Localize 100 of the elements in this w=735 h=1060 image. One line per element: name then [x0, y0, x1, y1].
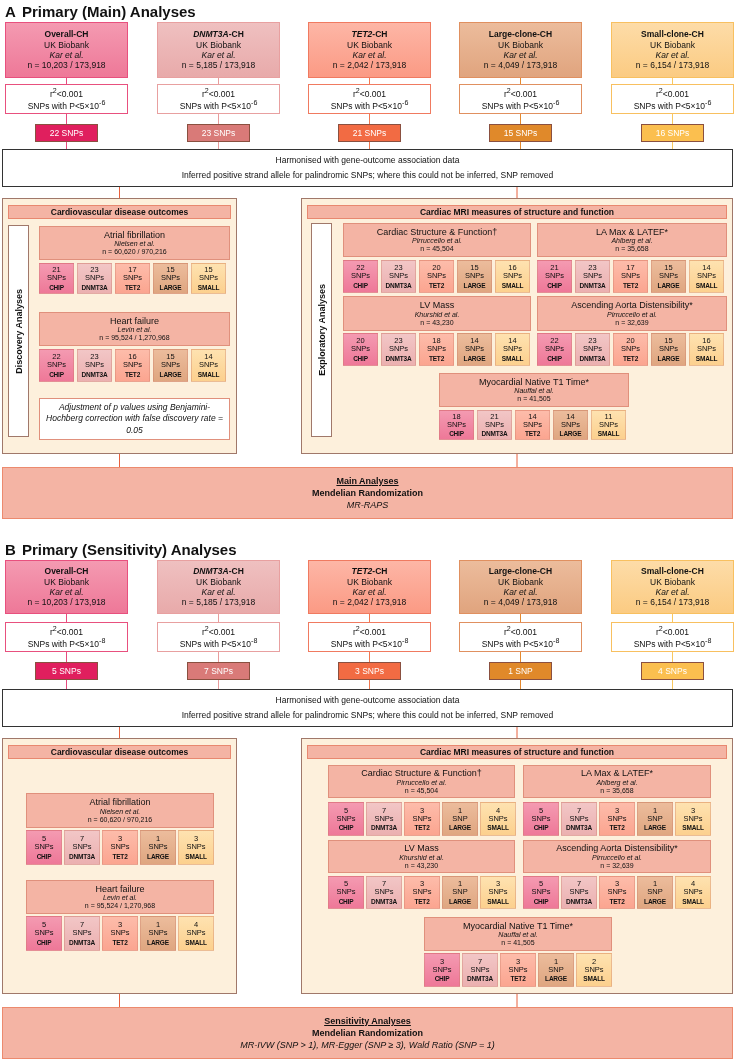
section-heading: Primary (Sensitivity) Analyses [22, 541, 237, 558]
threshold-text: r$^{2}$<0.001 [656, 86, 689, 99]
threshold-text: r$^{2}$<0.001 [504, 86, 537, 99]
snp-cell [500, 953, 536, 987]
panel-letter: B [5, 541, 16, 558]
cohort-name: TET2-CH [351, 29, 388, 40]
snp-cell [495, 333, 530, 366]
biobank-name: UK Biobank [650, 39, 695, 50]
sample-size: n = 6,154 / 173,918 [635, 597, 710, 608]
outcome-name: Atrial fibrillation [104, 229, 165, 241]
connector-line [520, 651, 521, 663]
snp-cell [328, 802, 364, 836]
connector-line [66, 651, 67, 663]
snp-cell [381, 333, 416, 366]
connector-line [218, 651, 219, 663]
snp-cell [599, 802, 635, 836]
snp-cell [537, 333, 572, 366]
connector-line [369, 141, 370, 150]
snp-count-box [489, 662, 552, 680]
outcome-box [343, 296, 531, 331]
cohort-box [308, 560, 431, 614]
cohort-name: Small-clone-CH [641, 566, 704, 577]
connector-line [66, 141, 67, 150]
cohort-name: DNMT3A-CH [193, 29, 244, 40]
biobank-name: UK Biobank [347, 39, 392, 50]
snp-cell [675, 876, 711, 909]
section-heading: Primary (Main) Analyses [22, 3, 196, 20]
snp-cell [424, 953, 460, 987]
snp-cell [328, 876, 364, 909]
connector-line [672, 141, 673, 150]
snp-count: 3 SNPs [355, 666, 384, 676]
criteria-box [308, 84, 431, 114]
snp-cell [591, 410, 626, 440]
cohort-name: Small-clone-CH [641, 29, 704, 40]
outcome-name: Heart failure [95, 883, 145, 895]
group-panel [301, 198, 733, 454]
snp-cell [538, 953, 574, 987]
outcome-box [523, 840, 711, 873]
snp-cell [366, 802, 402, 836]
cohort-name: Overall-CH [44, 566, 89, 577]
outcome-name: Ascending Aorta Distensibility* [571, 300, 693, 311]
snp-cell [561, 876, 597, 909]
criteria-box [5, 84, 128, 114]
criteria-box [5, 622, 128, 652]
snp-count-box [489, 124, 552, 142]
connector-line [516, 186, 518, 199]
snp-cell [419, 333, 454, 366]
method-list: MR-IVW (SNP > 1), MR-Egger (SNP ≥ 3), Wald Ratio (SNP = 1) [240, 1039, 495, 1052]
outcome-name: Atrial fibrillation [89, 797, 151, 808]
group-panel [301, 738, 733, 994]
cohort-name: Large-clone-CH [488, 29, 553, 40]
cohort-box [611, 22, 734, 78]
author-text: Kar et al. [201, 50, 236, 61]
connector-line [516, 453, 518, 468]
panel-letter: A [5, 3, 16, 20]
threshold-text: SNPs with P<5×10$^{-8}$ [27, 637, 106, 650]
snp-cell [576, 953, 612, 987]
snp-count: 5 SNPs [52, 666, 81, 676]
step-text: Inferred positive strand allele for palindromic SNPs; where this could not be inferred, SNP removed [181, 710, 554, 722]
criteria-box [308, 622, 431, 652]
side-label: Discovery Analyses [13, 288, 24, 374]
snp-cell [477, 410, 512, 440]
connector-line [369, 613, 370, 623]
outcome-box [26, 793, 214, 828]
snp-count: 16 SNPs [655, 128, 690, 138]
step-text: Inferred positive strand allele for palindromic SNPs; where this could not be inferred, SNP removed [181, 170, 554, 182]
panel-header: Cardiac MRI measures of structure and function [307, 745, 727, 759]
snp-cell [381, 260, 416, 293]
sample-size: n = 6,154 / 173,918 [635, 60, 710, 71]
snp-cell [462, 953, 498, 987]
sample-size: n = 10,203 / 173,918 [27, 60, 106, 71]
outcome-name: Heart failure [110, 315, 159, 327]
note-text: Adjustment of p values using Benjamini-Hochberg correction with false discovery rate = 0.05 [46, 402, 223, 436]
method-list: MR-RAPS [346, 499, 389, 512]
snp-cell [404, 876, 440, 909]
snp-cell [689, 333, 724, 366]
cohort-box [5, 560, 128, 614]
outcome-box [39, 226, 230, 260]
cohort-name: Large-clone-CH [488, 566, 553, 577]
analysis-box [2, 467, 733, 519]
snp-cell [64, 830, 100, 865]
process-box [2, 689, 733, 727]
connector-line [218, 77, 219, 85]
snp-cell [102, 830, 138, 865]
snp-cell [457, 260, 492, 293]
threshold-text: SNPs with P<5×10$^{-8}$ [633, 637, 712, 650]
side-label: Exploratory Analyses [316, 284, 327, 376]
author-text: Kar et al. [503, 50, 538, 61]
snp-count: 15 SNPs [503, 128, 538, 138]
threshold-text: SNPs with P<5×10$^{-6}$ [633, 99, 712, 112]
outcome-box [523, 765, 711, 798]
author-text: Kar et al. [655, 50, 690, 61]
connector-line [369, 77, 370, 85]
snp-cell [115, 263, 150, 294]
threshold-text: r$^{2}$<0.001 [504, 624, 537, 637]
cohort-box [308, 22, 431, 78]
cohort-box [157, 560, 280, 614]
connector-line [516, 993, 518, 1008]
biobank-name: UK Biobank [196, 576, 241, 587]
snp-cell [343, 333, 378, 366]
